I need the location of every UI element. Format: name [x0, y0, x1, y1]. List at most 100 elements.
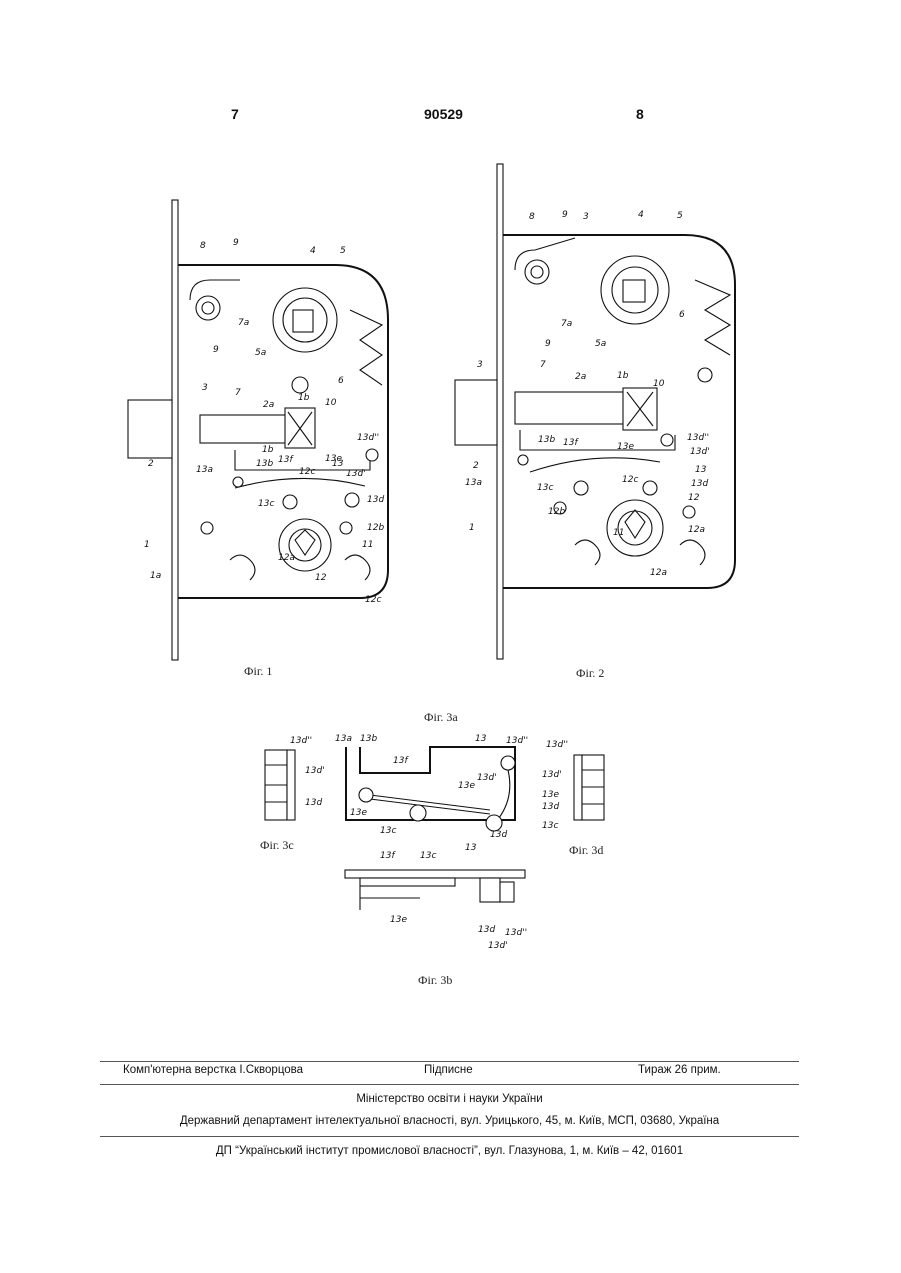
- svg-text:7: 7: [540, 360, 546, 370]
- footer-rule-top: [100, 1061, 799, 1062]
- svg-text:13f: 13f: [563, 438, 579, 448]
- svg-text:13f: 13f: [380, 851, 396, 861]
- svg-text:13d': 13d': [542, 770, 562, 780]
- svg-text:13e: 13e: [390, 915, 407, 925]
- svg-text:13e: 13e: [617, 442, 634, 452]
- svg-text:13c: 13c: [542, 821, 558, 831]
- svg-text:10: 10: [653, 379, 665, 389]
- svg-text:2: 2: [473, 461, 479, 471]
- svg-text:13: 13: [695, 465, 707, 475]
- svg-text:13d: 13d: [490, 830, 507, 840]
- figure-3d-caption: Фіг. 3d: [569, 843, 603, 858]
- svg-text:7a: 7a: [561, 319, 572, 329]
- svg-text:13a: 13a: [196, 465, 213, 475]
- svg-text:12b: 12b: [548, 507, 565, 517]
- svg-text:13e: 13e: [542, 790, 559, 800]
- svg-text:1a: 1a: [150, 571, 161, 581]
- svg-text:1: 1: [144, 540, 150, 550]
- svg-text:2a: 2a: [263, 400, 274, 410]
- figure-3b-caption: Фіг. 3b: [418, 973, 452, 988]
- footer-signed: Підписне: [424, 1064, 473, 1076]
- svg-text:9: 9: [233, 238, 239, 248]
- svg-text:2: 2: [148, 459, 154, 469]
- svg-text:13c: 13c: [258, 499, 274, 509]
- svg-text:13d'': 13d'': [506, 736, 528, 746]
- svg-text:13b: 13b: [538, 435, 555, 445]
- svg-text:4: 4: [310, 246, 316, 256]
- svg-text:13e: 13e: [458, 781, 475, 791]
- figure-3a-caption: Фіг. 3а: [424, 710, 458, 725]
- figure-1-drawing: 8945 7a5a93 672a1b 10213a1b 13b13f12c13 …: [120, 190, 420, 670]
- svg-text:1: 1: [469, 523, 475, 533]
- svg-text:13d'': 13d'': [546, 740, 568, 750]
- svg-text:3: 3: [583, 212, 589, 222]
- footer-typesetting: Комп'ютерна верстка І.Скворцова: [123, 1064, 303, 1076]
- svg-text:8: 8: [529, 212, 535, 222]
- svg-text:1b: 1b: [617, 371, 629, 381]
- svg-text:1b: 1b: [298, 393, 310, 403]
- figure-3a-drawing: 13a13b13 13d''13f13e 13d'13e13c 13d: [330, 725, 545, 840]
- svg-text:13d': 13d': [690, 447, 710, 457]
- svg-text:13c: 13c: [380, 826, 396, 836]
- footer-circulation: Тираж 26 прим.: [638, 1064, 721, 1076]
- svg-text:13e: 13e: [350, 808, 367, 818]
- svg-text:3: 3: [202, 383, 208, 393]
- svg-text:13d: 13d: [305, 798, 322, 808]
- svg-text:8: 8: [200, 241, 206, 251]
- svg-text:6: 6: [338, 376, 344, 386]
- footer-department: Державний департамент інтелектуальної вл…: [100, 1115, 799, 1127]
- figure-2-drawing: 8934 57a5a6 3972a 1b1013b13f 13e13d''13d…: [445, 160, 745, 670]
- svg-text:13d: 13d: [542, 802, 559, 812]
- svg-text:1b: 1b: [262, 445, 274, 455]
- svg-text:13e: 13e: [325, 454, 342, 464]
- svg-text:13d': 13d': [477, 773, 497, 783]
- footer-institute: ДП “Український інститут промислової вла…: [100, 1145, 799, 1157]
- svg-text:12c: 12c: [299, 467, 315, 477]
- patent-number: 90529: [424, 106, 463, 122]
- svg-text:12: 12: [315, 573, 327, 583]
- figure-3d-drawing: 13d''13d'13e 13d13c: [540, 730, 620, 825]
- svg-text:13a: 13a: [465, 478, 482, 488]
- svg-text:3: 3: [477, 360, 483, 370]
- svg-text:13f: 13f: [393, 756, 409, 766]
- svg-text:13d: 13d: [367, 495, 384, 505]
- svg-text:13d: 13d: [691, 479, 708, 489]
- svg-text:13d': 13d': [346, 469, 366, 479]
- svg-text:13d': 13d': [488, 941, 508, 951]
- figure-3c-caption: Фіг. 3с: [260, 838, 294, 853]
- page-number-right: 8: [636, 106, 644, 122]
- svg-text:9: 9: [545, 339, 551, 349]
- svg-text:7: 7: [235, 388, 241, 398]
- footer-rule-middle: [100, 1084, 799, 1085]
- svg-text:12a: 12a: [650, 568, 667, 578]
- svg-text:6: 6: [679, 310, 685, 320]
- svg-text:12a: 12a: [278, 553, 295, 563]
- svg-text:13: 13: [475, 734, 487, 744]
- svg-text:12: 12: [688, 493, 700, 503]
- svg-text:5a: 5a: [255, 348, 266, 358]
- svg-text:13c: 13c: [420, 851, 436, 861]
- svg-text:11: 11: [613, 528, 624, 538]
- svg-text:5: 5: [340, 246, 346, 256]
- figure-1-caption: Фіг. 1: [244, 664, 272, 679]
- svg-text:13f: 13f: [278, 455, 294, 465]
- figure-3b-drawing: 13f13c13 13e13d13d'' 13d': [340, 840, 530, 955]
- svg-text:5: 5: [677, 211, 683, 221]
- svg-text:13b: 13b: [256, 459, 273, 469]
- svg-text:2a: 2a: [575, 372, 586, 382]
- svg-text:13d'': 13d'': [505, 928, 527, 938]
- svg-text:13b: 13b: [360, 734, 377, 744]
- svg-text:12b: 12b: [367, 523, 384, 533]
- figure-2-caption: Фіг. 2: [576, 666, 604, 681]
- svg-text:5a: 5a: [595, 339, 606, 349]
- footer-rule-bottom: [100, 1136, 799, 1137]
- svg-text:12a: 12a: [688, 525, 705, 535]
- svg-text:7a: 7a: [238, 318, 249, 328]
- svg-text:13c: 13c: [537, 483, 553, 493]
- svg-text:13d': 13d': [305, 766, 325, 776]
- svg-text:12c: 12c: [622, 475, 638, 485]
- svg-text:13d'': 13d'': [357, 433, 379, 443]
- svg-text:13a: 13a: [335, 734, 352, 744]
- svg-text:9: 9: [213, 345, 219, 355]
- svg-text:10: 10: [325, 398, 337, 408]
